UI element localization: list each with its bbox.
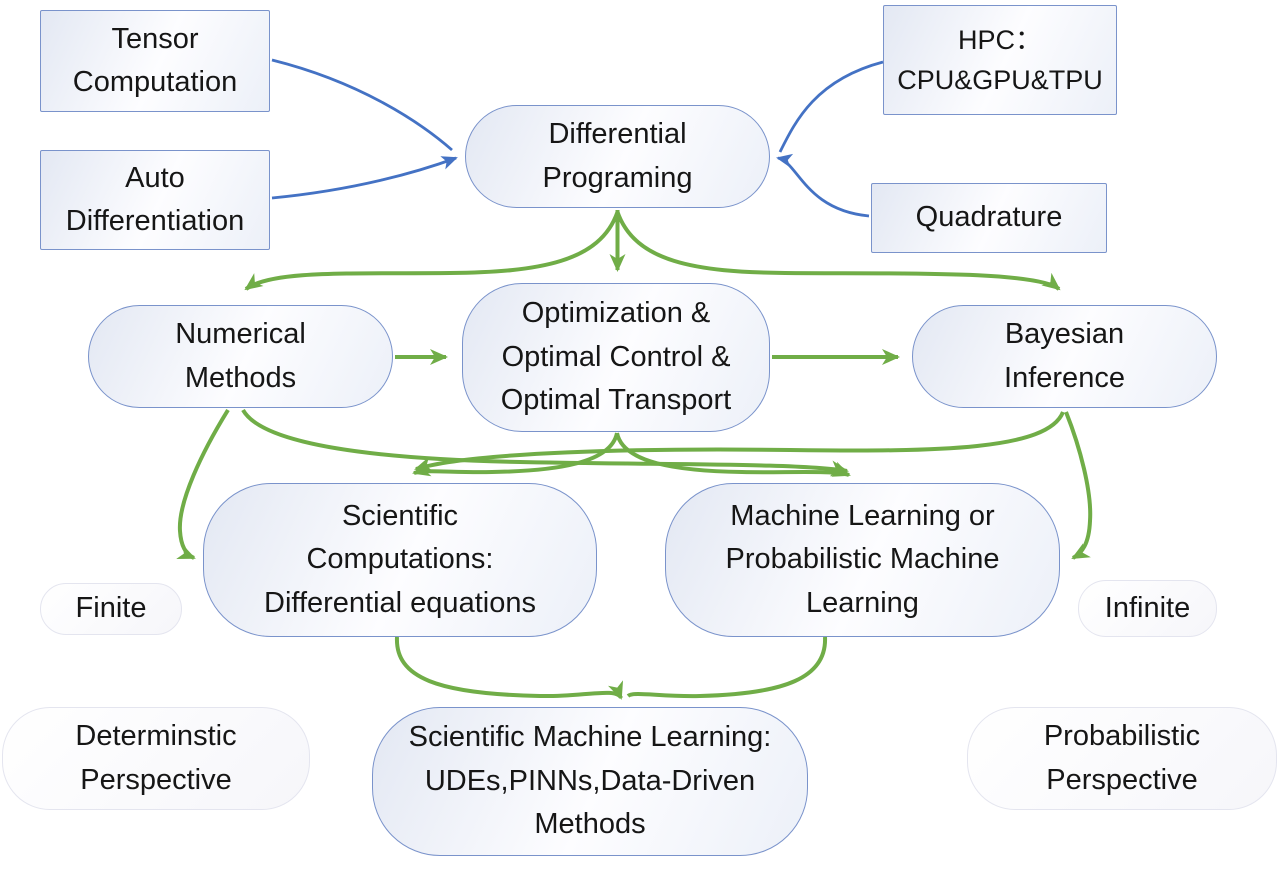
node-auto-differentiation: Auto Differentiation (40, 150, 270, 250)
arrow-ml-to-sciml (626, 636, 828, 699)
label-infinite: Infinite (1078, 580, 1217, 637)
node-scientific-computations: Scientific Computations: Differential eq… (203, 483, 597, 637)
node-tensor-computation: Tensor Computation (40, 10, 270, 112)
arrow-scicomp-to-sciml (394, 636, 623, 700)
label-deterministic-perspective: Determinstic Perspective (2, 707, 310, 810)
node-differential-programming: Differential Programing (465, 105, 770, 208)
node-numerical-methods: Numerical Methods (88, 305, 393, 408)
arrow-tensor-to-diffprog (271, 58, 453, 152)
node-sciml: Scientific Machine Learning: UDEs,PINNs,… (372, 707, 808, 856)
arrow-quadrature-to-diffprog (776, 153, 870, 218)
node-hpc: HPC： CPU&GPU&TPU (883, 5, 1117, 115)
label-probabilistic-perspective: Probabilistic Perspective (967, 707, 1277, 810)
arrow-optimization-to-scicomp (412, 432, 619, 477)
node-quadrature: Quadrature (871, 183, 1107, 253)
arrow-bayesian-to-ml-side (1064, 411, 1093, 560)
label-finite: Finite (40, 583, 182, 635)
arrow-diffprog-to-numerical (244, 211, 620, 291)
arrow-autodiff-to-diffprog (271, 156, 458, 200)
node-optimization: Optimization & Optimal Control & Optimal… (462, 283, 770, 432)
node-bayesian-inference: Bayesian Inference (912, 305, 1217, 408)
arrow-hpc-to-diffprog (778, 60, 884, 153)
arrow-optimization-to-ml (615, 432, 851, 477)
node-machine-learning: Machine Learning or Probabilistic Machin… (665, 483, 1060, 637)
